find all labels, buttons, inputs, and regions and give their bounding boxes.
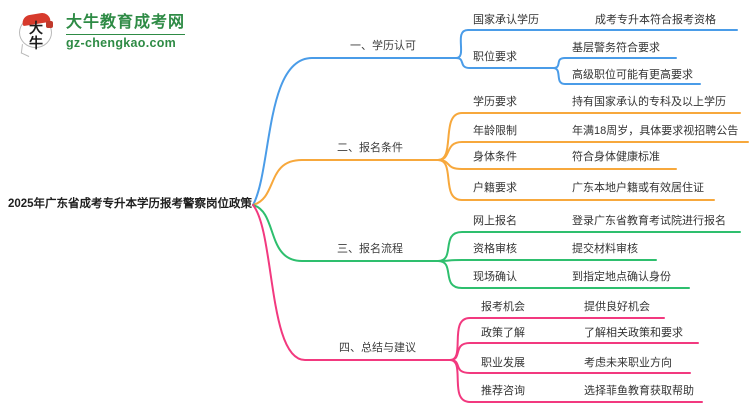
leaf-label: 基层警务符合要求 [572, 42, 660, 54]
branch-4-lines [252, 204, 703, 403]
site-name: 大牛教育成考网 [66, 14, 186, 35]
branch-1-lines [252, 29, 738, 206]
leaf-label: 了解相关政策和要求 [584, 327, 683, 339]
branch-3-lines [252, 204, 741, 289]
leaf-label: 登录广东省教育考试院进行报名 [572, 215, 726, 227]
node-label: 报考机会 [481, 301, 525, 313]
node-label: 身体条件 [473, 151, 517, 163]
node-label: 户籍要求 [473, 182, 517, 194]
leaf-label: 高级职位可能有更高要求 [572, 69, 693, 81]
node-label: 资格审核 [473, 243, 517, 255]
node-label: 网上报名 [473, 215, 517, 227]
leaf-label: 持有国家承认的专科及以上学历 [572, 96, 726, 108]
branch-2-lines [252, 112, 749, 206]
site-logo: 大牛 大牛教育成考网 gz-chengkao.com [18, 11, 186, 58]
mindmap-root-title: 2025年广东省成考专升本学历报考警察岗位政策 [7, 198, 253, 210]
logo-bull-characters: 大牛 [29, 21, 43, 52]
node-label: 职位要求 [473, 51, 517, 63]
leaf-label: 考虑未来职业方向 [584, 357, 672, 369]
node-label: 政策了解 [481, 327, 525, 339]
branch-label-4: 四、总结与建议 [339, 342, 416, 354]
bull-logo-icon: 大牛 [18, 11, 58, 58]
leaf-label: 选择菲鱼教育获取帮助 [584, 385, 694, 397]
logo-text-block: 大牛教育成考网 gz-chengkao.com [66, 14, 186, 51]
branch-label-2: 二、报名条件 [337, 142, 403, 154]
site-url: gz-chengkao.com [66, 36, 177, 50]
leaf-label: 年满18周岁，具体要求视招聘公告 [572, 125, 739, 137]
node-label: 现场确认 [473, 271, 517, 283]
branch-label-3: 三、报名流程 [337, 243, 403, 255]
node-label: 推荐咨询 [481, 385, 525, 397]
leaf-label: 提交材料审核 [572, 243, 638, 255]
leaf-label: 到指定地点确认身份 [572, 271, 671, 283]
node-label: 职业发展 [481, 357, 525, 369]
leaf-label: 提供良好机会 [584, 301, 650, 313]
logo-red-seal [46, 21, 53, 28]
leaf-label: 符合身体健康标准 [572, 151, 660, 163]
node-label: 学历要求 [473, 96, 517, 108]
leaf-label: 广东本地户籍或有效居住证 [572, 182, 704, 194]
leaf-label: 成考专升本符合报考资格 [595, 14, 716, 26]
node-label: 国家承认学历 [473, 14, 539, 26]
branch-label-1: 一、学历认可 [350, 40, 416, 52]
node-label: 年龄限制 [473, 125, 517, 137]
